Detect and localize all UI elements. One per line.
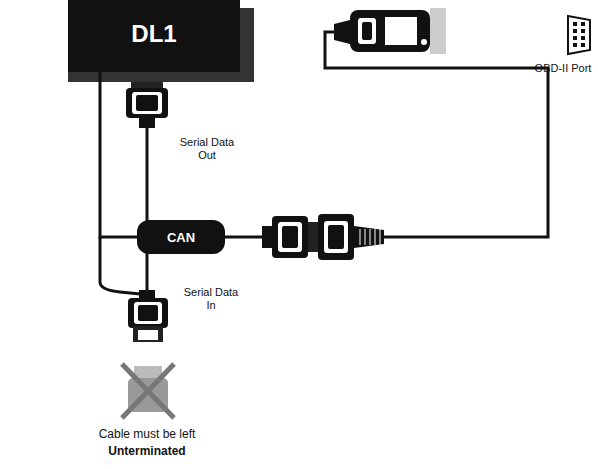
note-text: Cable must be left [52,428,242,441]
connector-pins [328,225,344,249]
connector-body [318,214,354,260]
port-outline [568,16,590,54]
connector-socket [138,330,158,340]
connector-grip [358,18,376,44]
signal-label: Serial Data In [180,286,242,312]
db9-connector [126,80,168,128]
terminator-crossed [122,364,174,418]
port-pin [573,29,577,33]
obd-connector [334,8,446,54]
connector-body [272,216,308,258]
connector-body [350,10,430,52]
cross-mark [122,364,174,418]
obd-port [568,16,590,54]
connector-face [132,92,162,114]
connector-pins [282,226,298,248]
port-pin [573,22,577,26]
connector-body [128,298,168,328]
relief-rib [380,229,381,245]
cross-mark [122,364,174,418]
cable [99,237,102,282]
relief-rib [370,229,371,245]
strain-relief [354,226,384,248]
cable [146,128,149,292]
housing-base [68,72,254,82]
cable [224,236,264,239]
port-pin [581,29,585,33]
cable [325,32,548,237]
relief-rib [375,229,376,245]
connector-face [324,221,348,253]
strain-relief [139,118,155,128]
logger-box: DL1 [68,0,240,72]
port-pin [581,43,585,47]
cable [100,72,137,237]
connector-face [278,222,302,252]
connector-pins [136,95,158,111]
relief-ribs [360,229,380,245]
connector-head [430,8,446,54]
connector-window [384,16,418,46]
relief-rib [365,229,366,245]
latch [421,39,427,45]
port-pins [573,22,585,47]
port-pin [573,36,577,40]
housing-side [240,8,254,78]
relief-rib [360,229,361,245]
port-pin [581,22,585,26]
port-pin [581,36,585,40]
db9-connector [128,290,168,342]
node-label: DL1 [131,20,176,48]
node-label: CAN [167,230,195,245]
connector-shell [133,326,163,342]
connector-body [126,88,168,118]
connector-grip [362,22,372,40]
connector-pins [138,305,158,321]
cable [100,282,140,294]
note-text: Unterminated [52,445,242,458]
port-label: OBD-II Port [530,62,596,75]
port-pin [573,43,577,47]
signal-label: Serial Data Out [176,136,238,162]
connector-face [134,302,162,324]
strain-relief [334,20,350,44]
db9-pair [262,214,384,260]
can-module: CAN [137,220,225,254]
connector-shell [308,222,318,252]
